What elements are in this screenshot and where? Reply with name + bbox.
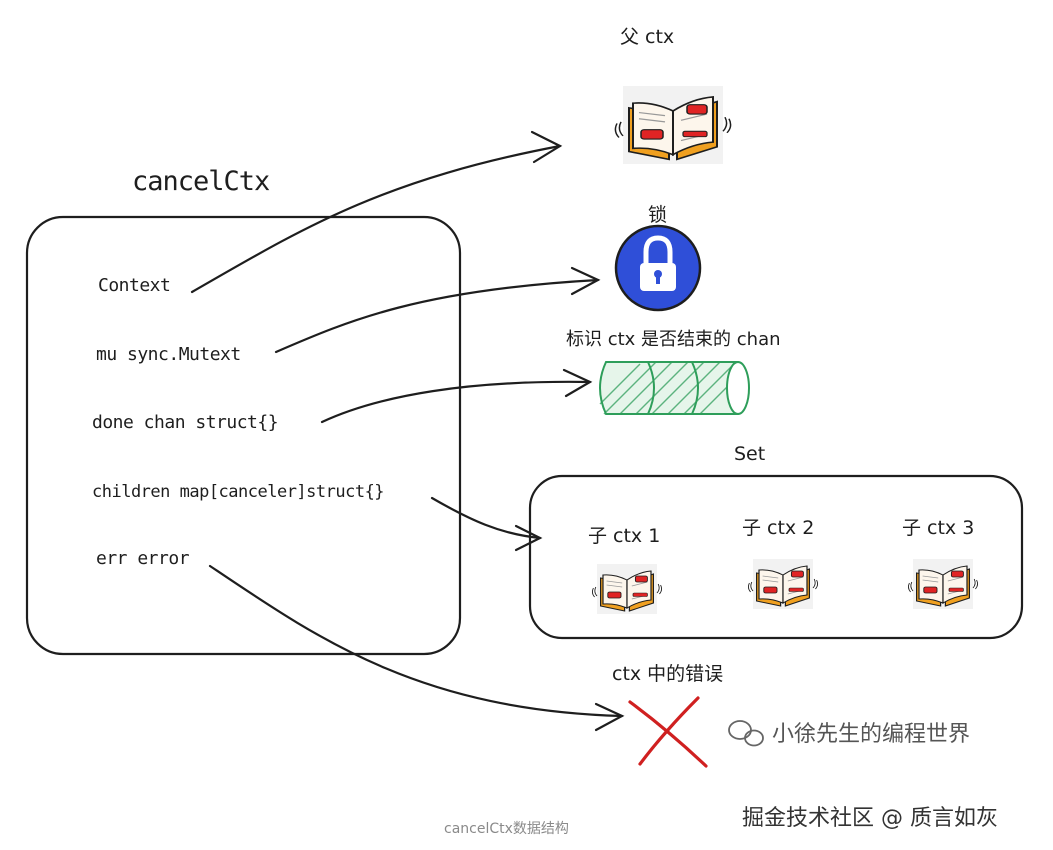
arrow-context-parent	[190, 144, 562, 294]
set-box	[528, 474, 1024, 640]
field-err: err error	[96, 548, 190, 569]
label-lock: 锁	[648, 204, 668, 226]
field-context: Context	[98, 275, 171, 296]
label-child-1: 子 ctx 1	[588, 525, 661, 547]
label-set: Set	[734, 443, 766, 465]
arrow-mu-lock	[274, 278, 600, 354]
label-done-chan: 标识 ctx 是否结束的 chan	[566, 329, 781, 350]
label-parent-ctx: 父 ctx	[620, 26, 675, 48]
book-icon	[747, 558, 819, 610]
arrow-done-chan	[320, 380, 592, 424]
watermark-wechat: 小徐先生的编程世界	[772, 722, 971, 747]
field-done: done chan struct{}	[92, 412, 279, 433]
field-children: children map[canceler]struct{}	[92, 482, 385, 502]
wechat-icon	[728, 720, 764, 747]
channel-tube-icon	[599, 361, 750, 415]
book-icon	[591, 563, 663, 615]
field-mu: mu sync.Mutext	[96, 344, 241, 365]
cross-icon	[628, 696, 708, 768]
book-icon	[614, 85, 732, 165]
label-err: ctx 中的错误	[612, 663, 724, 685]
arrow-children-set	[430, 496, 542, 540]
label-child-3: 子 ctx 3	[902, 517, 975, 539]
arrows	[190, 130, 625, 732]
struct-title: cancelCtx	[132, 166, 270, 197]
arrow-err-error	[208, 564, 624, 718]
label-child-2: 子 ctx 2	[742, 517, 815, 539]
lock-icon	[614, 224, 702, 312]
struct-box	[25, 215, 462, 656]
watermark-juejin: 掘金技术社区 @ 质言如灰	[742, 806, 998, 831]
book-icon	[907, 558, 979, 610]
figure-caption: cancelCtx数据结构	[444, 821, 569, 837]
